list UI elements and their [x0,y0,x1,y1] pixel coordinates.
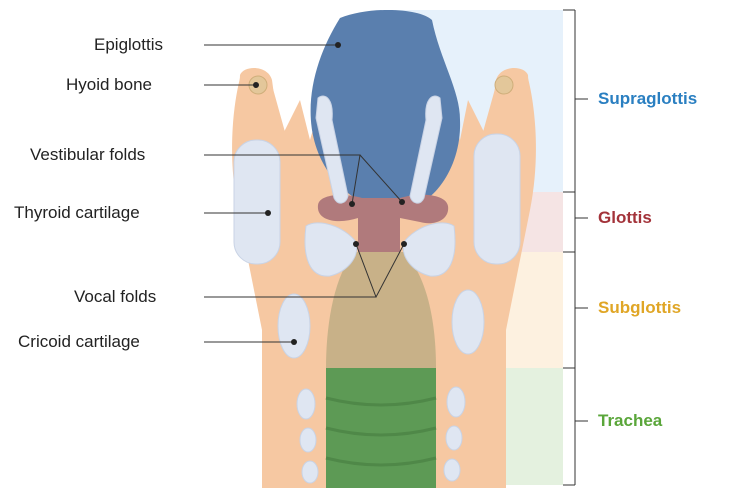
label-thyroid-cartilage: Thyroid cartilage [14,203,140,223]
trachea-oval-l1 [297,389,315,419]
trachea-oval-r1 [447,387,465,417]
region-glottis: Glottis [598,208,652,228]
thyroid-cartilage-left [234,140,280,264]
trachea-oval-r2 [446,426,462,450]
hyoid-bone-right [495,76,513,94]
dot-thyroid [265,210,271,216]
trachea-oval-r3 [444,459,460,481]
label-hyoid-bone: Hyoid bone [66,75,152,95]
dot-cricoid [291,339,297,345]
trachea-oval-l2 [300,428,316,452]
dot-vocal-right [401,241,407,247]
label-vocal-folds: Vocal folds [74,287,156,307]
trachea-shape [326,368,436,488]
dot-vestibular-right [399,199,405,205]
label-vestibular-folds: Vestibular folds [30,145,145,165]
label-cricoid-cartilage: Cricoid cartilage [18,332,140,352]
trachea-oval-l3 [302,461,318,483]
dot-hyoid [253,82,259,88]
dot-vocal-left [353,241,359,247]
region-trachea: Trachea [598,411,662,431]
thyroid-cartilage-right [474,134,520,264]
dot-epiglottis [335,42,341,48]
dot-vestibular-left [349,201,355,207]
cricoid-cartilage-left [278,294,310,358]
label-epiglottis: Epiglottis [94,35,163,55]
cricoid-cartilage-right [452,290,484,354]
region-supraglottis: Supraglottis [598,89,697,109]
region-subglottis: Subglottis [598,298,681,318]
